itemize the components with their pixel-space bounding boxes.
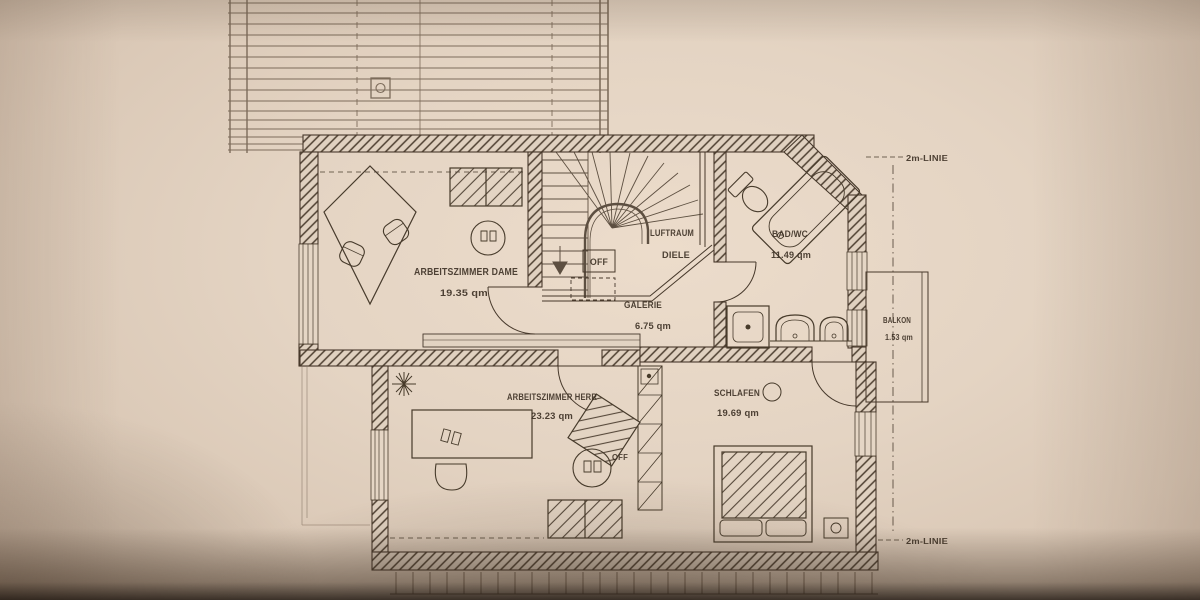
wall-middle-right2 <box>851 346 867 363</box>
bed-mattress <box>721 451 807 519</box>
roof-window-detail <box>375 82 386 94</box>
roof-dashed-lines <box>356 0 553 150</box>
wall-stair-left <box>527 151 543 288</box>
wall-left-upper <box>299 151 319 245</box>
desk-chair-2 <box>382 218 410 246</box>
label-two-meter-line-top: 2m-LINIE <box>906 153 948 163</box>
door-arbeitszimmer-dame <box>487 286 536 335</box>
window-bath-right-1 <box>846 251 868 291</box>
desk-glyph <box>440 428 462 446</box>
area-arbeitszimmer-herr: 23.23 qm <box>531 411 573 422</box>
stool-circle <box>470 220 506 256</box>
furniture-arbeitszimmer-dame <box>323 165 523 306</box>
stair-treads <box>542 159 588 291</box>
galerie-ledge <box>422 333 641 348</box>
wall-right-lower-b <box>855 455 877 553</box>
roof-border-right <box>599 0 609 153</box>
pillow-2 <box>765 519 807 537</box>
desk-chair <box>434 463 468 491</box>
desk-chair-1 <box>339 241 365 267</box>
label-diele: DIELE <box>662 250 690 261</box>
label-arbeitszimmer-dame: ARBEITSZIMMER DAME <box>414 267 518 278</box>
desk <box>411 409 533 459</box>
stool-circle-lower <box>572 448 612 488</box>
wall-bath-left-upper <box>713 151 727 263</box>
shower <box>726 305 770 349</box>
area-bad-wc: 11.49 qm <box>771 250 811 261</box>
toilet <box>727 171 769 213</box>
builtin-wardrobe-column <box>637 365 663 511</box>
wall-middle-left2 <box>601 349 641 367</box>
label-off-upper: OFF <box>590 257 608 267</box>
roof-window <box>370 77 391 99</box>
door-bad-wc <box>715 261 757 303</box>
label-schlafen: SCHLAFEN <box>714 388 760 398</box>
rotated-cabinet <box>567 393 641 467</box>
label-luftraum: LUFTRAUM <box>650 228 694 239</box>
wardrobe <box>449 167 523 207</box>
plant <box>392 372 416 396</box>
wall-bath-left-lower <box>713 301 727 348</box>
wall-top <box>302 134 815 153</box>
label-off-lower: OFF <box>612 453 628 462</box>
label-circle <box>762 382 782 402</box>
window-left-upper <box>298 243 319 345</box>
label-bad-wc: BAD/WC <box>772 229 808 240</box>
luftraum-railing <box>542 152 715 302</box>
area-schlafen: 19.69 qm <box>717 408 759 418</box>
area-arbeitszimmer-dame: 19.35 qm <box>440 288 488 299</box>
lower-roof-decking <box>390 572 878 595</box>
wall-middle-right <box>639 346 813 363</box>
wall-middle-left <box>299 349 559 367</box>
label-arbeitszimmer-herr: ARBEITSZIMMER HERR <box>507 392 597 403</box>
area-balkon: 1.53 qm <box>885 333 913 342</box>
label-balkon: BALKON <box>883 316 911 325</box>
wall-left-lower-b <box>371 499 389 553</box>
double-sink <box>770 314 852 342</box>
label-two-meter-line-bottom: 2m-LINIE <box>906 536 948 546</box>
stair-winder-treads <box>555 151 704 229</box>
window-bedroom-right <box>854 411 877 457</box>
window-left-lower <box>370 429 389 501</box>
door-schlafen <box>811 361 857 407</box>
roof-border-left <box>229 0 248 153</box>
corner-desk <box>323 165 417 306</box>
roof-plan <box>228 0 609 153</box>
wall-left-lower-a <box>371 365 389 431</box>
staircase <box>542 151 704 298</box>
roof-deck-lines <box>228 2 608 151</box>
label-galerie: GALERIE <box>624 300 662 311</box>
exterior-edge-lines <box>301 367 370 526</box>
nightstand <box>823 517 849 539</box>
stair-direction-arrow <box>552 261 568 275</box>
furniture-schlafen <box>713 382 849 543</box>
area-galerie: 6.75 qm <box>635 321 671 332</box>
low-cabinet <box>547 499 623 539</box>
wall-bottom <box>371 551 879 571</box>
pillow-1 <box>719 519 763 537</box>
